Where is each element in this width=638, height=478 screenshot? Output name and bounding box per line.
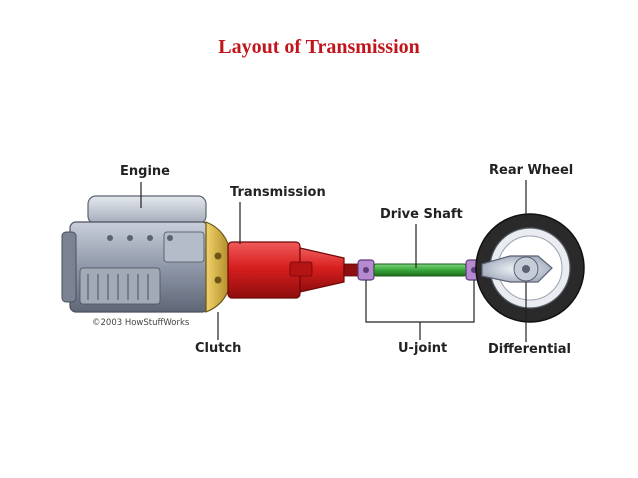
leader-lines <box>140 180 527 342</box>
label-differential: Differential <box>488 342 571 357</box>
u-joint-front <box>357 259 375 281</box>
page-title: Layout of Transmission <box>218 36 420 58</box>
drive-shaft <box>373 263 467 277</box>
label-engine: Engine <box>120 164 170 179</box>
label-clutch: Clutch <box>195 341 242 356</box>
label-u-joint: U-joint <box>398 341 448 356</box>
copyright-notice: ©2003 HowStuffWorks <box>92 318 190 328</box>
differential <box>481 255 553 283</box>
label-transmission: Transmission <box>230 185 326 200</box>
label-drive-shaft: Drive Shaft <box>380 207 463 222</box>
transmission <box>227 241 359 299</box>
engine <box>61 195 209 313</box>
clutch <box>205 221 233 313</box>
label-rear-wheel: Rear Wheel <box>489 163 574 178</box>
